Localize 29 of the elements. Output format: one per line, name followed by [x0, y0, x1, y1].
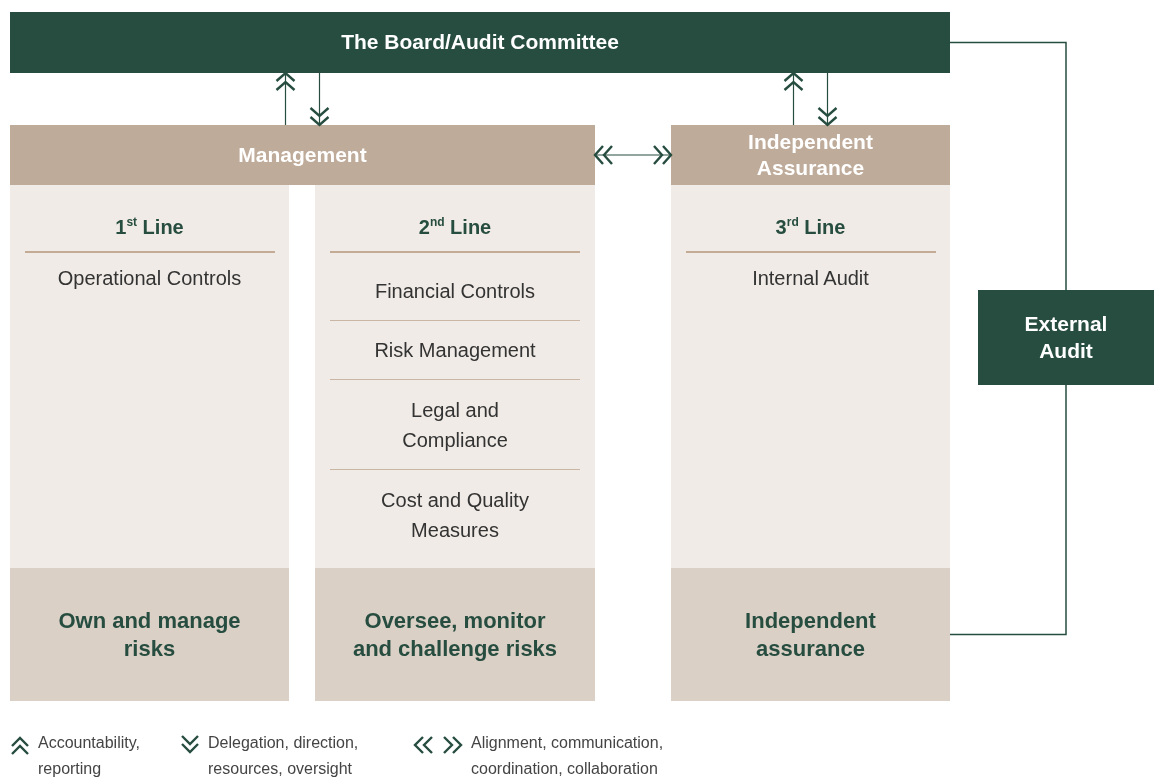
header-band: Independent Assurance [671, 125, 950, 185]
item-text: Risk Management [330, 320, 580, 379]
connector-line [949, 384, 1067, 636]
chevron-connector [309, 72, 330, 127]
item-text: Cost and Quality Measures [330, 469, 580, 559]
column-panel [315, 185, 595, 568]
header-band: The Board/Audit Committee [10, 12, 950, 73]
process-box: External Audit [978, 290, 1154, 385]
summary-box: Own and manage risks [10, 568, 289, 701]
legend-text: Delegation, direction, resources, oversight [208, 733, 360, 778]
summary-box: Oversee, monitor and challenge risks [315, 568, 595, 701]
item-text: Legal and Compliance [330, 379, 580, 469]
item-text: Internal Audit [751, 265, 870, 290]
chevron-connector [593, 144, 673, 166]
column-panel [10, 185, 289, 568]
legend-text: Accountability, reporting [38, 733, 141, 778]
chevron-connector [817, 72, 838, 127]
column-heading: 2$^{nd}$ Line [330, 185, 580, 253]
item-text: Operational Controls [56, 265, 243, 290]
item-text: Financial Controls [330, 262, 580, 320]
chevron-connector [275, 71, 296, 126]
chevron-connector [783, 71, 804, 126]
connector-line [949, 41, 1067, 291]
legend-text: Alignment, communication, coordination, collaboration [471, 733, 665, 778]
column-heading: 3$^{rd}$ Line [685, 185, 936, 253]
header-band: Management [10, 125, 595, 185]
summary-box: Independent assurance [671, 568, 950, 701]
column-panel [671, 185, 950, 568]
column-heading: 1$^{st}$ Line [24, 185, 275, 253]
